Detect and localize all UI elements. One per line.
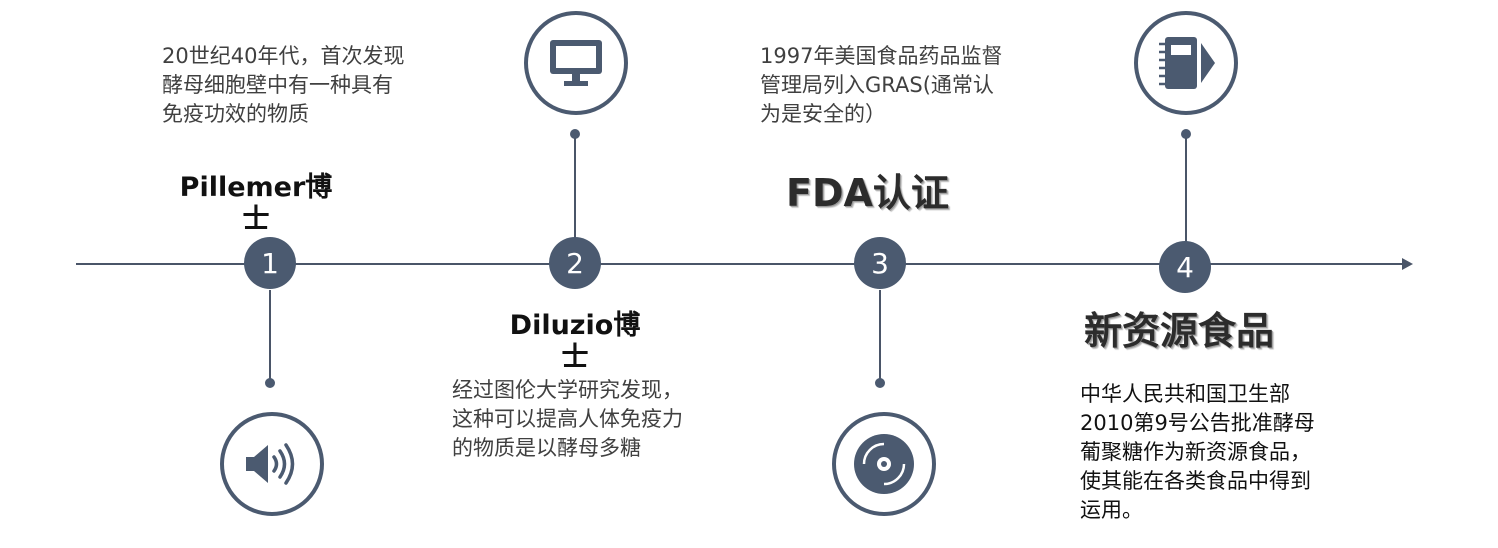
- milestone-4-dot: [1181, 129, 1191, 139]
- monitor-icon: [550, 40, 602, 86]
- timeline-axis: [76, 263, 1404, 265]
- milestone-4-stem: [1185, 138, 1187, 242]
- milestone-2-description: 经过图伦大学研究发现，这种可以提高人体免疫力的物质是以酵母多糖: [452, 378, 683, 460]
- milestone-3-icon-circle: [832, 412, 936, 516]
- milestone-4-description: 中华人民共和国卫生部2010第9号公告批准酵母葡聚糖作为新资源食品，使其能在各类…: [1080, 382, 1315, 522]
- milestone-1-dot: [265, 378, 275, 388]
- disc-icon: [854, 434, 914, 494]
- milestone-3-title: FDA认证: [786, 171, 949, 215]
- milestone-3-node: 3: [854, 237, 906, 289]
- milestone-4-icon-circle: [1134, 11, 1238, 115]
- milestone-1-node: 1: [244, 237, 296, 289]
- milestone-2-node: 2: [549, 237, 601, 289]
- speaker-icon: [246, 443, 295, 485]
- milestone-1-icon-circle: [220, 412, 324, 516]
- milestone-1-description: 20世纪40年代，首次发现酵母细胞壁中有一种具有免疫功效的物质: [162, 44, 405, 126]
- milestone-3-stem: [879, 290, 881, 380]
- milestone-1-stem: [269, 290, 271, 380]
- milestone-2-icon-circle: [524, 11, 628, 115]
- milestone-4-title: 新资源食品: [1084, 309, 1275, 353]
- timeline-arrow-head: [1402, 258, 1413, 270]
- notebook-icon: [1159, 37, 1215, 89]
- milestone-4-node: 4: [1159, 241, 1211, 293]
- milestone-2-title: Diluzio博士: [509, 310, 641, 373]
- milestone-2-dot: [570, 129, 580, 139]
- milestone-3-dot: [875, 378, 885, 388]
- milestone-3-description: 1997年美国食品药品监督管理局列入GRAS(通常认为是安全的）: [760, 44, 1003, 126]
- milestone-1-title: Pillemer博士: [179, 172, 333, 235]
- milestone-2-stem: [574, 138, 576, 238]
